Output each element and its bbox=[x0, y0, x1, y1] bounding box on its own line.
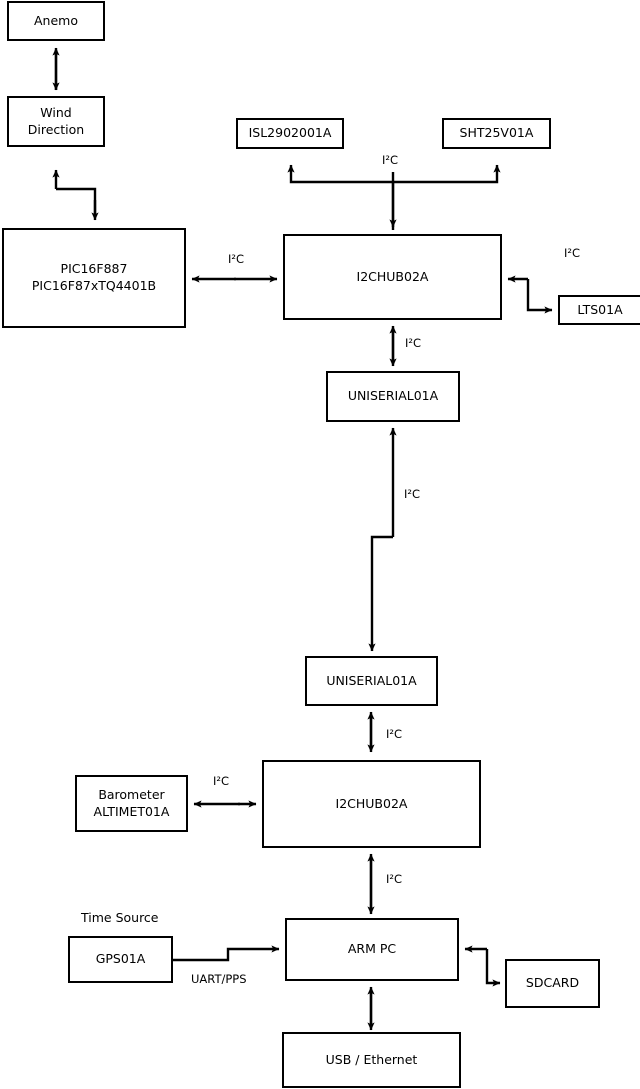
node-isl2902001a-label: ISL2902001A bbox=[248, 125, 332, 141]
node-anemo[interactable]: Anemo bbox=[7, 1, 105, 41]
connector-gps-armpc bbox=[173, 945, 280, 962]
node-barometer-label-line1: Barometer bbox=[98, 786, 165, 802]
node-barometer-altimet01a[interactable]: Barometer ALTIMET01A bbox=[75, 775, 188, 832]
node-wind-direction[interactable]: Wind Direction bbox=[7, 96, 105, 147]
node-pic-mcu[interactable]: PIC16F887 PIC16F87xTQ4401B bbox=[2, 228, 186, 328]
node-gps01a-label: GPS01A bbox=[95, 951, 146, 967]
node-i2chub02a-bottom-label: I2CHUB02A bbox=[335, 795, 408, 811]
edge-label-gps-armpc: UART/PPS bbox=[191, 972, 247, 986]
node-wind-direction-label-line2: Direction bbox=[27, 121, 85, 137]
connector-hubtop-sensors bbox=[287, 164, 501, 230]
edge-label-hub2-armpc: I²C bbox=[386, 872, 403, 886]
node-isl2902001a[interactable]: ISL2902001A bbox=[236, 118, 344, 149]
node-i2chub02a-top[interactable]: I2CHUB02A bbox=[283, 234, 502, 320]
node-anemo-label: Anemo bbox=[34, 12, 78, 28]
node-lts01a[interactable]: LTS01A bbox=[558, 295, 640, 325]
node-uniserial01a-lower[interactable]: UNISERIAL01A bbox=[305, 656, 438, 706]
node-uniserial01a-upper[interactable]: UNISERIAL01A bbox=[326, 371, 460, 422]
node-i2chub02a-bottom[interactable]: I2CHUB02A bbox=[262, 760, 481, 848]
node-wind-direction-label-line1: Wind bbox=[40, 104, 72, 120]
node-uniserial01a-upper-label: UNISERIAL01A bbox=[347, 388, 439, 404]
node-pic-mcu-label-line1: PIC16F887 bbox=[60, 261, 128, 277]
edge-label-barometer-hub2: I²C bbox=[213, 774, 230, 788]
node-uniserial01a-lower-label: UNISERIAL01A bbox=[326, 672, 417, 688]
connector-uniserial-link bbox=[368, 427, 397, 652]
edge-label-pic-hub: I²C bbox=[228, 252, 245, 266]
node-arm-pc[interactable]: ARM PC bbox=[285, 918, 459, 981]
node-lts01a-label: LTS01A bbox=[577, 301, 623, 317]
node-sdcard[interactable]: SDCARD bbox=[505, 959, 600, 1008]
node-pic-mcu-label-line2: PIC16F87xTQ4401B bbox=[31, 278, 157, 293]
node-usb-ethernet-label: USB / Ethernet bbox=[325, 1051, 418, 1067]
node-i2chub02a-top-label: I2CHUB02A bbox=[356, 268, 429, 284]
edge-label-hub-uniserial: I²C bbox=[405, 336, 422, 350]
node-gps01a[interactable]: GPS01A bbox=[68, 936, 173, 983]
edge-label-isl-sht-bus: I²C bbox=[382, 153, 399, 167]
edge-label-hub-lts: I²C bbox=[564, 246, 581, 260]
node-usb-ethernet[interactable]: USB / Ethernet bbox=[282, 1032, 461, 1088]
connector-armpc-sdcard bbox=[464, 945, 501, 987]
node-sht25v01a[interactable]: SHT25V01A bbox=[442, 118, 551, 149]
connector-pic-wind bbox=[52, 169, 99, 221]
edge-label-uniserial-hub2: I²C bbox=[386, 727, 403, 741]
node-barometer-label-line2: ALTIMET01A bbox=[93, 803, 170, 819]
edge-label-uniserial-link: I²C bbox=[404, 487, 421, 501]
node-sdcard-label: SDCARD bbox=[525, 975, 580, 991]
node-sht25v01a-label: SHT25V01A bbox=[459, 125, 534, 141]
node-arm-pc-label: ARM PC bbox=[347, 941, 397, 957]
connector-hubtop-lts bbox=[507, 275, 553, 314]
label-time-source: Time Source bbox=[81, 910, 159, 925]
